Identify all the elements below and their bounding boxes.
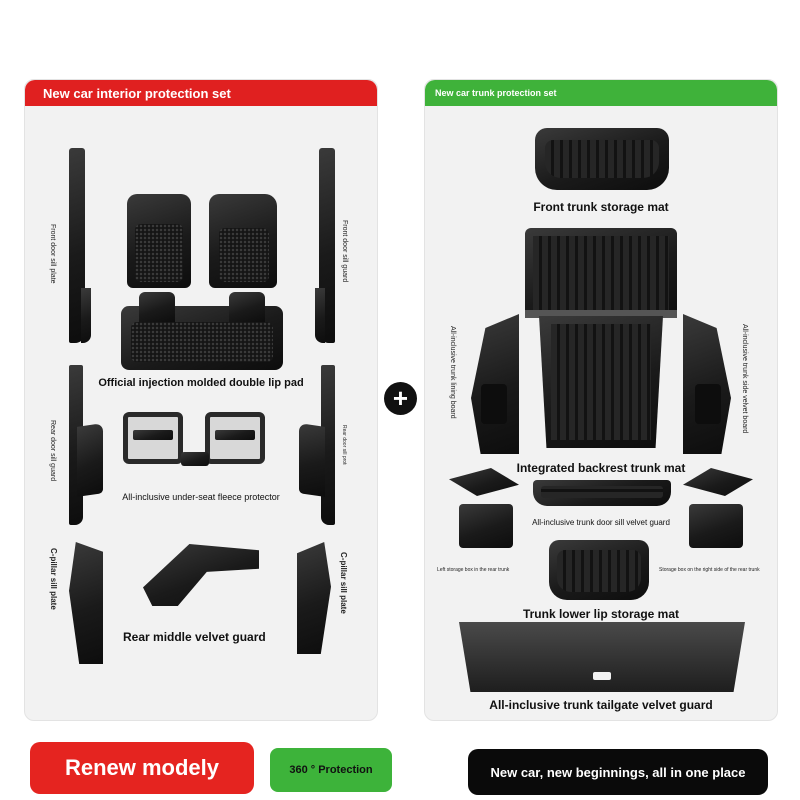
c-pillar-sill-plate-left-image	[69, 542, 103, 664]
rear-middle-velvet-guard-label: Rear middle velvet guard	[123, 630, 266, 644]
interior-panel-header: New car interior protection set	[25, 80, 377, 106]
rear-door-sill-protection-image	[297, 365, 337, 525]
rear-floor-mat-image	[121, 292, 283, 370]
trunk-door-sill-velvet-guard-image	[533, 480, 671, 506]
right-storage-box-image	[683, 468, 753, 550]
front-door-sill-guard-label: Front door sill guard	[341, 220, 348, 283]
front-door-sill-plate-label: Front door sill plate	[49, 224, 56, 284]
trunk-tailgate-velvet-guard-image	[459, 622, 745, 692]
left-storage-box-label: Left storage box in the rear trunk	[437, 567, 510, 573]
under-seat-fleece-protector-image	[121, 412, 271, 474]
front-door-sill-plate-image	[69, 148, 93, 343]
trunk-lower-lip-storage-mat-image	[549, 540, 649, 600]
c-pillar-sill-plate-left-label: C-pillar sill plate	[49, 548, 58, 610]
under-seat-fleece-protector-label: All-inclusive under-seat fleece protecto…	[122, 492, 280, 502]
trunk-door-sill-velvet-guard-label: All-inclusive trunk door sill velvet gua…	[532, 518, 670, 527]
interior-protection-panel: New car interior protection set Front do…	[24, 79, 378, 721]
rear-door-sill-protection-label: Rear door sill protection	[341, 425, 347, 465]
left-storage-box-image	[449, 468, 519, 550]
double-lip-pad-label: Official injection molded double lip pad	[98, 377, 304, 389]
c-pillar-sill-plate-right-label: C-pillar sill plate	[339, 552, 348, 614]
trunk-panel-header: New car trunk protection set	[425, 80, 777, 106]
rear-middle-velvet-guard-image	[143, 530, 259, 610]
front-trunk-storage-mat-image	[535, 128, 669, 190]
c-pillar-sill-plate-right-image	[297, 542, 331, 654]
integrated-backrest-trunk-mat-label: Integrated backrest trunk mat	[516, 461, 686, 475]
brand-badge: Renew modely	[30, 742, 254, 794]
trunk-lining-board-image	[471, 314, 519, 454]
trunk-side-velvet-board-label: All-inclusive trunk side velvet board	[741, 324, 748, 434]
front-right-floor-mat-image	[209, 194, 277, 288]
front-trunk-storage-mat-label: Front trunk storage mat	[533, 200, 669, 214]
trunk-side-velvet-board-image	[683, 314, 731, 454]
front-door-sill-guard-image	[315, 148, 339, 343]
trunk-protection-panel: New car trunk protection set Front trunk…	[424, 79, 778, 721]
rear-door-sill-guard-image	[67, 365, 107, 525]
trunk-lower-lip-storage-mat-label: Trunk lower lip storage mat	[522, 607, 680, 621]
front-left-floor-mat-image	[127, 194, 191, 288]
rear-door-sill-guard-label: Rear door sill guard	[49, 420, 56, 482]
slogan-banner: New car, new beginnings, all in one plac…	[468, 749, 768, 795]
integrated-backrest-trunk-mat-image	[525, 228, 677, 448]
protection-badge: 360 ° Protection	[270, 748, 392, 792]
trunk-lining-board-label: All-inclusive trunk lining board	[449, 326, 456, 419]
trunk-tailgate-velvet-guard-label: All-inclusive trunk tailgate velvet guar…	[489, 698, 713, 712]
plus-icon: +	[384, 382, 417, 415]
right-storage-box-label: Storage box on the right side of the rea…	[659, 567, 760, 573]
